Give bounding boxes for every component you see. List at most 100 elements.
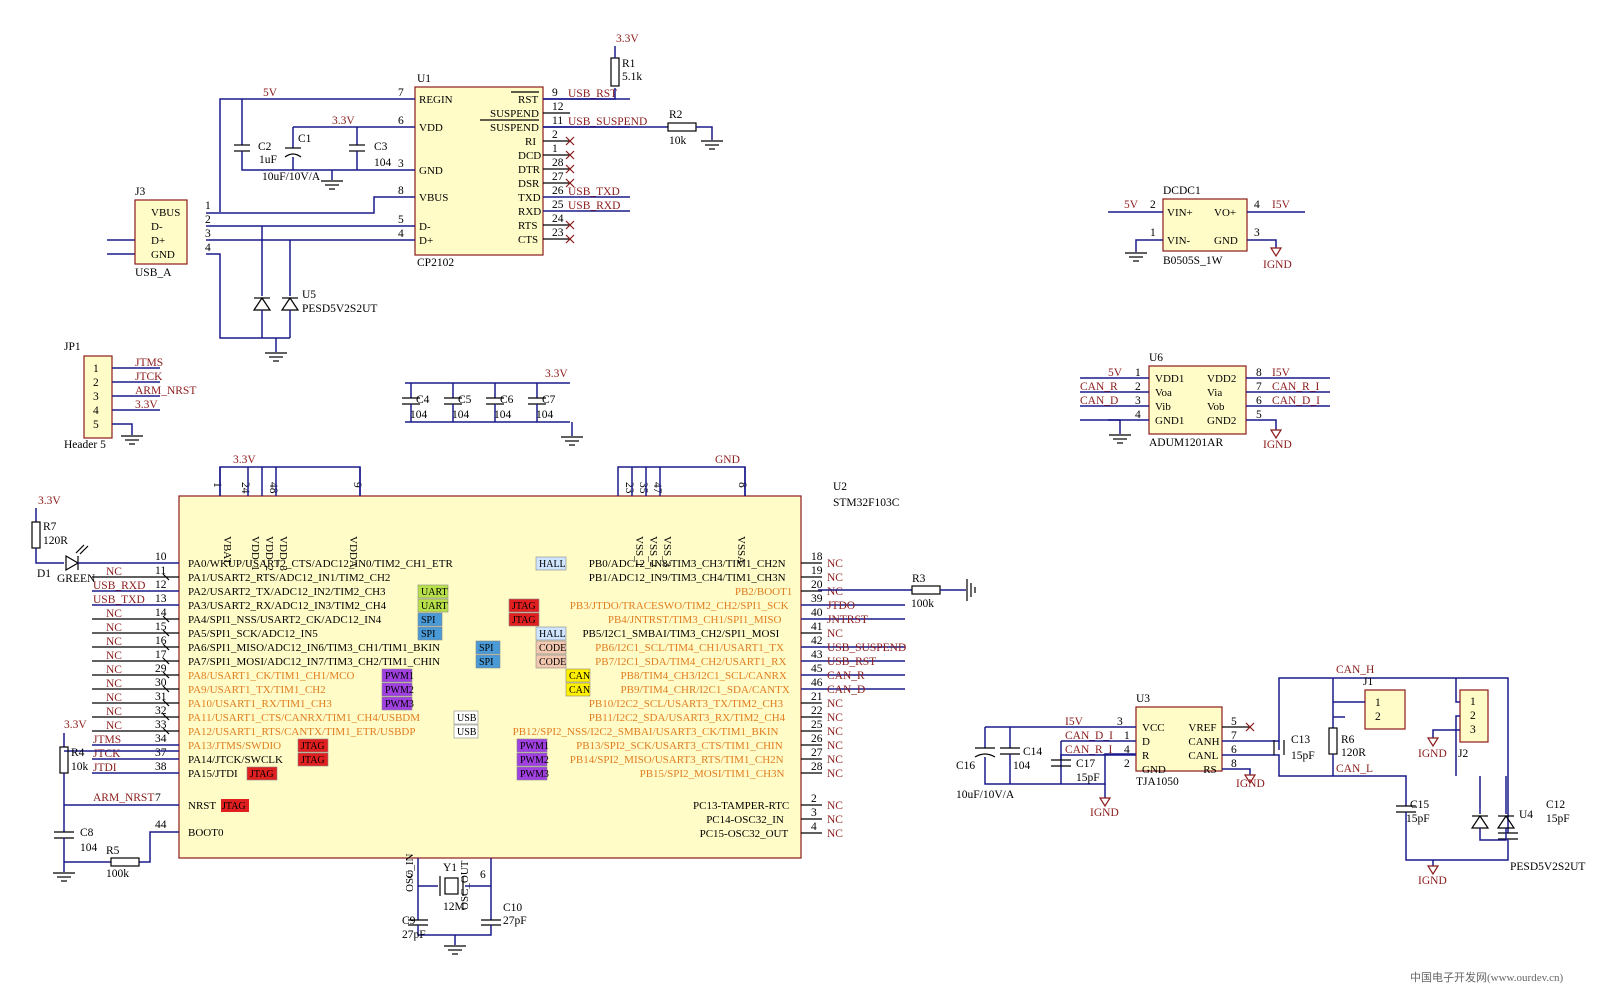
r1-body[interactable] [610, 57, 620, 87]
nc-mark [565, 234, 575, 244]
stm32-top-pin-num: 23 [623, 482, 635, 494]
stm32-vdd-name: VDD_3 [277, 536, 289, 571]
stm32-right-tag: CAN [569, 671, 590, 682]
r6-body[interactable] [1328, 727, 1338, 755]
stm32-left-pin-name: PA4/SPI1_NSS/USART2_CK/ADC12_IN4 [188, 614, 382, 626]
nc-mark [162, 573, 170, 581]
dcdc-chip[interactable] [1162, 198, 1248, 252]
r5-ref: R5 [106, 845, 120, 857]
r3-body[interactable] [911, 585, 941, 595]
stm32-right-pin-net: NC [827, 768, 843, 780]
adum-pin-net: CAN_R [1080, 381, 1118, 393]
dcdc-in-net: 5V [1124, 199, 1139, 211]
d1-led[interactable] [65, 544, 89, 572]
stm32-left-pin-net: NC [106, 720, 122, 732]
stm32-right-pin-name: PB14/SPI2_MISO/USART3_RTS/TIM1_CH2N [570, 754, 784, 766]
nc-mark [162, 713, 170, 721]
adum-chip[interactable] [1148, 365, 1247, 435]
y1-crystal[interactable] [439, 876, 464, 896]
nc-mark [162, 629, 170, 637]
decap-ref: C7 [542, 394, 556, 406]
jp1-pin-num: 1 [93, 363, 99, 375]
stm32-left-pin-net: NC [106, 608, 122, 620]
cp2102-pin-num: 1 [552, 143, 558, 155]
u5-diode-b [280, 296, 300, 311]
stm32-pc-pin-net: NC [827, 814, 843, 826]
stm32-left-pin-name: PA11/USART1_CTS/CANRX/TIM1_CH4/USBDM [188, 712, 420, 724]
stm32-top-pin-num: 35 [637, 482, 649, 494]
stm32-right-pin-name: PB6/I2C1_SCL/TIM4_CH1/USART1_TX [595, 642, 784, 654]
jp1-body[interactable] [83, 355, 113, 439]
cp2102-pin-name: D+ [419, 235, 433, 247]
stm32-right-tag-box [565, 682, 591, 697]
stm32-right-pin-name: PB2/BOOT1 [735, 586, 792, 598]
stm32-left-pin-net: NC [106, 664, 122, 676]
stm32-left-tag-box [475, 654, 501, 669]
ignd-symbol-can [1426, 865, 1440, 876]
adum-pin-num: 7 [1256, 381, 1262, 393]
c13-val: 15pF [1291, 750, 1315, 762]
stm32-left-tag-box [417, 598, 449, 613]
c3-ref: C3 [374, 141, 388, 153]
cp2102-pin-num: 27 [552, 171, 564, 183]
adum-pin-name: Via [1207, 387, 1222, 399]
tja-pin-num: 5 [1231, 716, 1237, 728]
c17-ref: C17 [1076, 758, 1095, 770]
j1-connector[interactable] [1364, 689, 1406, 730]
stm32-right-tag-box [516, 738, 548, 753]
stm32-chip[interactable] [178, 495, 802, 859]
cp2102-pin-num: 4 [398, 228, 404, 240]
r5-body[interactable] [110, 857, 140, 867]
stm32-vdd-name: VDDA [347, 536, 359, 568]
osc-in-pin: 5 [407, 869, 413, 881]
cp2102-pin-net: USB_SUSPEND [568, 116, 647, 128]
stm32-left-tag: PWM1 [385, 671, 414, 682]
ignd-symbol-rs [1243, 774, 1257, 785]
canh-net: CAN_H [1336, 664, 1374, 676]
cp2102-pin-name: REGIN [419, 94, 453, 106]
nc-mark [162, 657, 170, 665]
tja-pin-net: I5V [1065, 716, 1084, 728]
cp2102-chip[interactable] [414, 86, 544, 256]
dcdc-pin2-num: 2 [1150, 199, 1156, 211]
stm32-pc-pin-name: PC13-TAMPER-RTC [693, 800, 789, 812]
tja-pin-name: GND [1142, 764, 1166, 776]
stm32-pc-pin-num: 3 [811, 807, 817, 819]
tja-block: U3 TJA1050 VCC3I5VD1CAN_D_IR4CAN_R_IGND2… [956, 693, 1265, 819]
dcdc-pin-vinp: VIN+ [1167, 207, 1193, 219]
stm32-left-tag: PWM3 [385, 699, 414, 710]
r7-body[interactable] [31, 521, 41, 549]
osc-out-label: OSC_OUT [459, 860, 471, 910]
dcdc-ref: DCDC1 [1163, 185, 1201, 197]
u5-ref: U5 [302, 289, 316, 301]
r2-body[interactable] [667, 122, 697, 132]
rs-gnd-net: IGND [1236, 778, 1265, 790]
dcdc-pin1-num: 1 [1150, 227, 1156, 239]
stm32-left-pin-name: PA15/JTDI [188, 768, 238, 780]
stm32-pc-pin-name: PC15-OSC32_OUT [700, 828, 789, 840]
c12-ref: C12 [1546, 799, 1565, 811]
wire-adum-gnd [1108, 419, 1121, 434]
stm32-left-tag-box [246, 766, 278, 781]
stm32-left-pin-net: JTCK [93, 748, 121, 760]
stm32-left-pin-num: 29 [155, 663, 167, 675]
j3-ref: J3 [135, 186, 145, 198]
wire-jp1-gnd [112, 423, 133, 435]
stm32-right-pins: PB0/ADC12_IN8/TIM3_CH3/TIM1_CH2N18NCHALL… [508, 551, 906, 781]
stm32-left-tag-box [381, 696, 413, 711]
j3-pin-name: D+ [151, 235, 165, 247]
cp2102-pin-name: RI [525, 136, 536, 148]
stm32-left-pin-num: 30 [155, 677, 167, 689]
adum-pin-name: VDD2 [1207, 373, 1236, 385]
gnd-symbol-r3 [966, 579, 976, 601]
usb-a-connector[interactable] [134, 199, 188, 265]
tja-chip[interactable] [1135, 706, 1223, 772]
cp2102-pin-name: SUSPEND [490, 108, 539, 120]
j2-connector[interactable] [1459, 689, 1489, 743]
stm32-pc-pins: PC13-TAMPER-RTC2NCPC14-OSC32_IN3NCPC15-O… [693, 793, 843, 840]
tja-pin-num: 6 [1231, 744, 1237, 756]
r2-val: 10k [669, 135, 687, 147]
stm32-right-tag-box [508, 612, 540, 627]
cp2102-pin-name: DCD [518, 150, 541, 162]
